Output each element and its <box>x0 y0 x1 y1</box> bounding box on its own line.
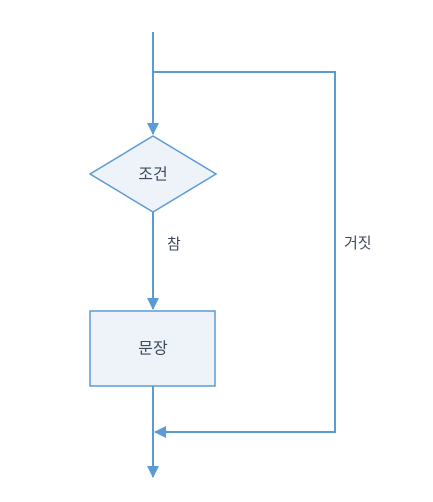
statement-label: 문장 <box>138 339 168 358</box>
statement-box <box>89 310 216 387</box>
true-label: 참 <box>167 235 181 253</box>
false-label: 거짓 <box>344 234 372 252</box>
false-branch-path <box>153 71 336 438</box>
condition-label: 조건 <box>138 165 167 184</box>
